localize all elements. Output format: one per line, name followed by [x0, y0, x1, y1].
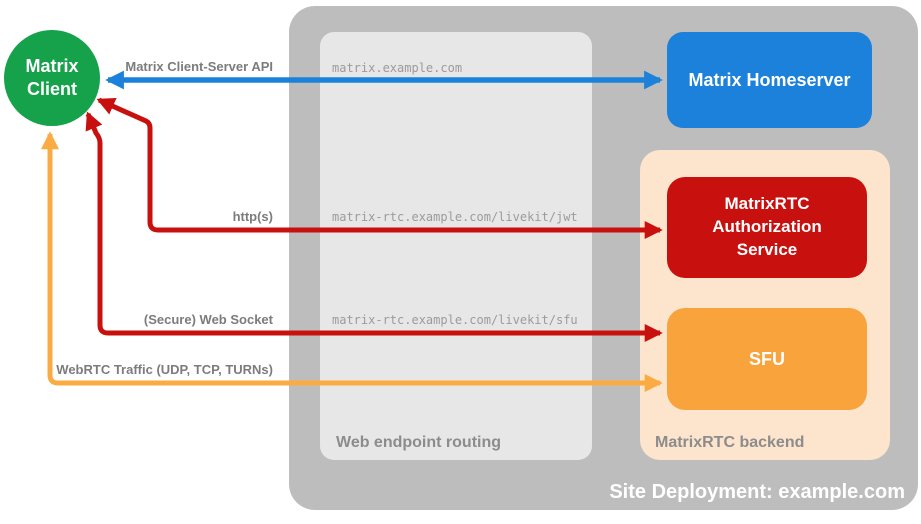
- webrtc-traffic-arrow-label: WebRTC Traffic (UDP, TCP, TURNs): [56, 362, 273, 377]
- endpoint-matrix: matrix.example.com: [332, 61, 463, 75]
- matrix-homeserver-node: Matrix Homeserver: [667, 32, 872, 128]
- web-endpoint-routing-container: [320, 32, 592, 460]
- matrix-client-label: Matrix Client: [25, 55, 79, 99]
- matrix-client-node: Matrix Client: [4, 30, 100, 126]
- matrixrtc-backend-caption: MatrixRTC backend: [655, 434, 805, 451]
- client-server-api-arrow-label: Matrix Client-Server API: [125, 59, 273, 74]
- site-deployment-caption: Site Deployment: example.com: [609, 481, 905, 503]
- web-endpoint-routing-caption: Web endpoint routing: [336, 434, 502, 451]
- sfu-node: SFU: [667, 308, 867, 410]
- web-socket-arrow-label: (Secure) Web Socket: [143, 312, 273, 327]
- matrix-homeserver-label: Matrix Homeserver: [688, 69, 851, 90]
- endpoint-livekit-sfu: matrix-rtc.example.com/livekit/sfu: [332, 313, 578, 327]
- https-arrow-label: http(s): [232, 209, 273, 224]
- sfu-label: SFU: [749, 348, 785, 369]
- endpoint-livekit-jwt: matrix-rtc.example.com/livekit/jwt: [332, 210, 578, 224]
- matrixrtc-auth-service-label: MatrixRTC Authorization Service: [712, 194, 822, 259]
- matrixrtc-auth-service-node: MatrixRTC Authorization Service: [667, 177, 867, 278]
